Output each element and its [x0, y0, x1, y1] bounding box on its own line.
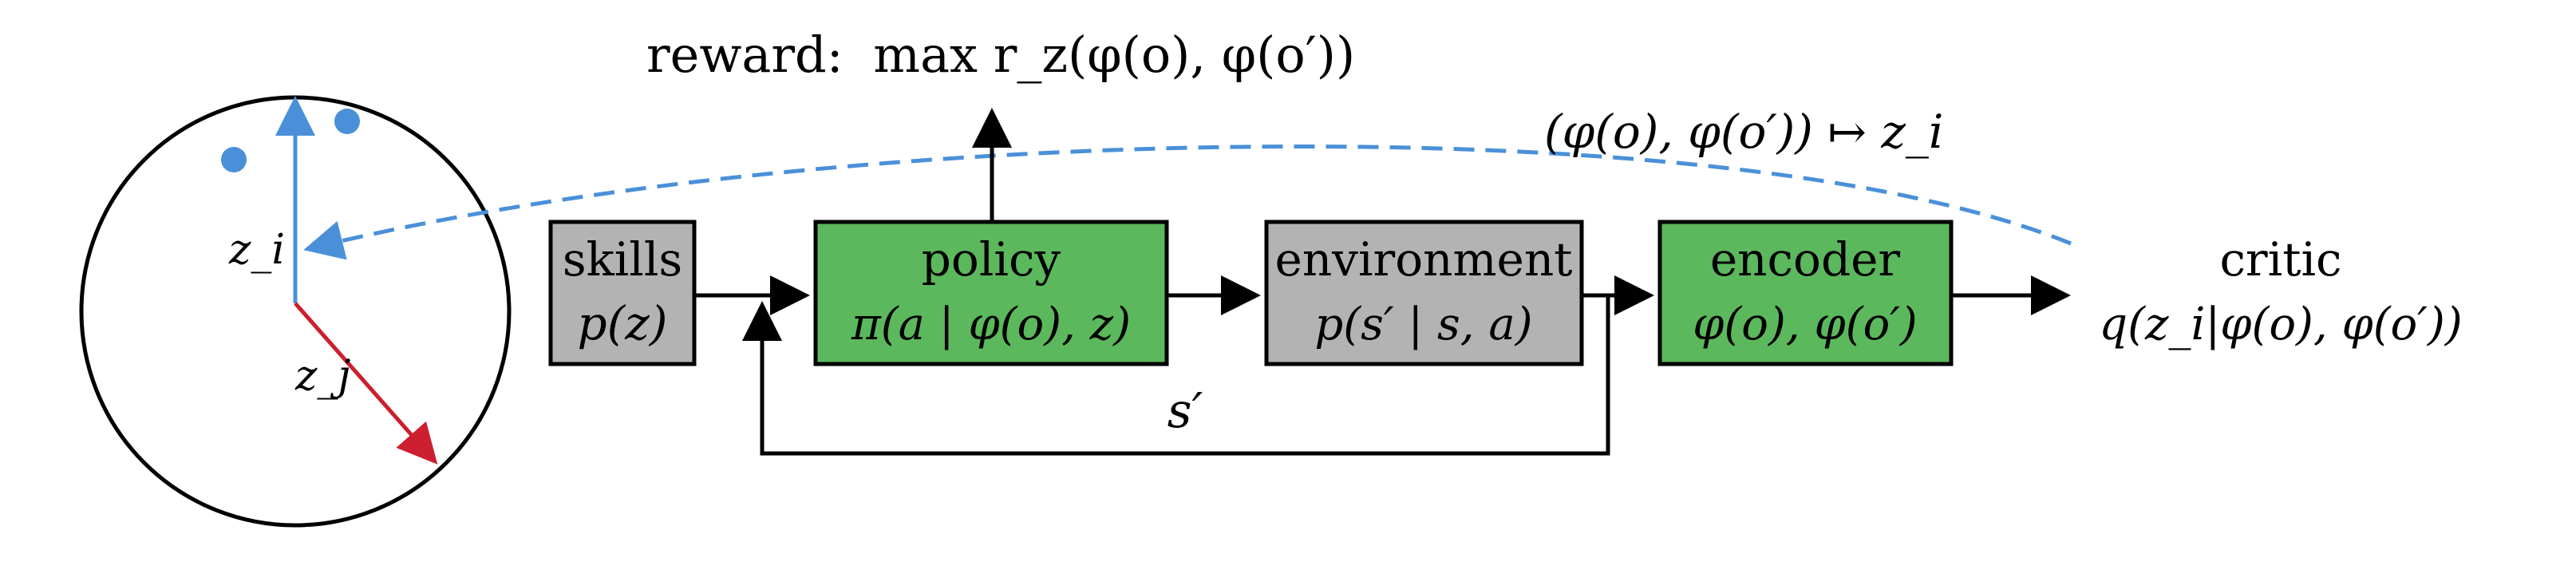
state-feedback-loop-arrow [742, 295, 1610, 456]
reward-label: reward: max r_z(φ(o), φ(o′)) [646, 26, 1355, 84]
dot-marker [334, 109, 360, 134]
zi-label: z_i [228, 226, 285, 274]
critic-expression: q(z_i|φ(o), φ(o′)) [2099, 299, 2462, 350]
encoder-title: encoder [1710, 232, 1901, 287]
skills-expression: p(z) [578, 296, 668, 350]
environment-expression: p(s′ | s, a) [1314, 299, 1532, 350]
skills-title: skills [563, 232, 682, 287]
feedback-label: s′ [1167, 383, 1203, 439]
policy-box: policy π(a | φ(o), z) [813, 220, 1169, 366]
dot-marker [221, 147, 247, 172]
policy-box-rect [813, 220, 1169, 366]
policy-expression: π(a | φ(o), z) [851, 299, 1131, 350]
zj-axis-arrow [294, 302, 438, 465]
reward-prefix: reward: [646, 26, 844, 84]
mapping-dashed-arrow [303, 144, 2072, 260]
encoder-expression: φ(o), φ(o′) [1693, 299, 1918, 350]
encoder-box-rect [1657, 220, 1954, 366]
zj-label: z_j [294, 352, 351, 400]
policy-title: policy [922, 232, 1061, 287]
critic-block: critic q(z_i|φ(o), φ(o′)) [2099, 232, 2462, 350]
skills-box-rect [548, 220, 697, 366]
critic-title: critic [2219, 232, 2341, 287]
skills-box: skills p(z) [548, 220, 697, 366]
environment-box-rect [1264, 220, 1584, 366]
environment-title: environment [1275, 232, 1573, 287]
mapping-label: (φ(o), φ(o′)) ↦ z_i [1544, 105, 1943, 159]
environment-box: environment p(s′ | s, a) [1264, 220, 1584, 366]
reward-expression: max r_z(φ(o), φ(o′)) [873, 26, 1355, 84]
latent-space-circle: z_i z_j [79, 95, 512, 528]
encoder-box: encoder φ(o), φ(o′) [1657, 220, 1954, 366]
